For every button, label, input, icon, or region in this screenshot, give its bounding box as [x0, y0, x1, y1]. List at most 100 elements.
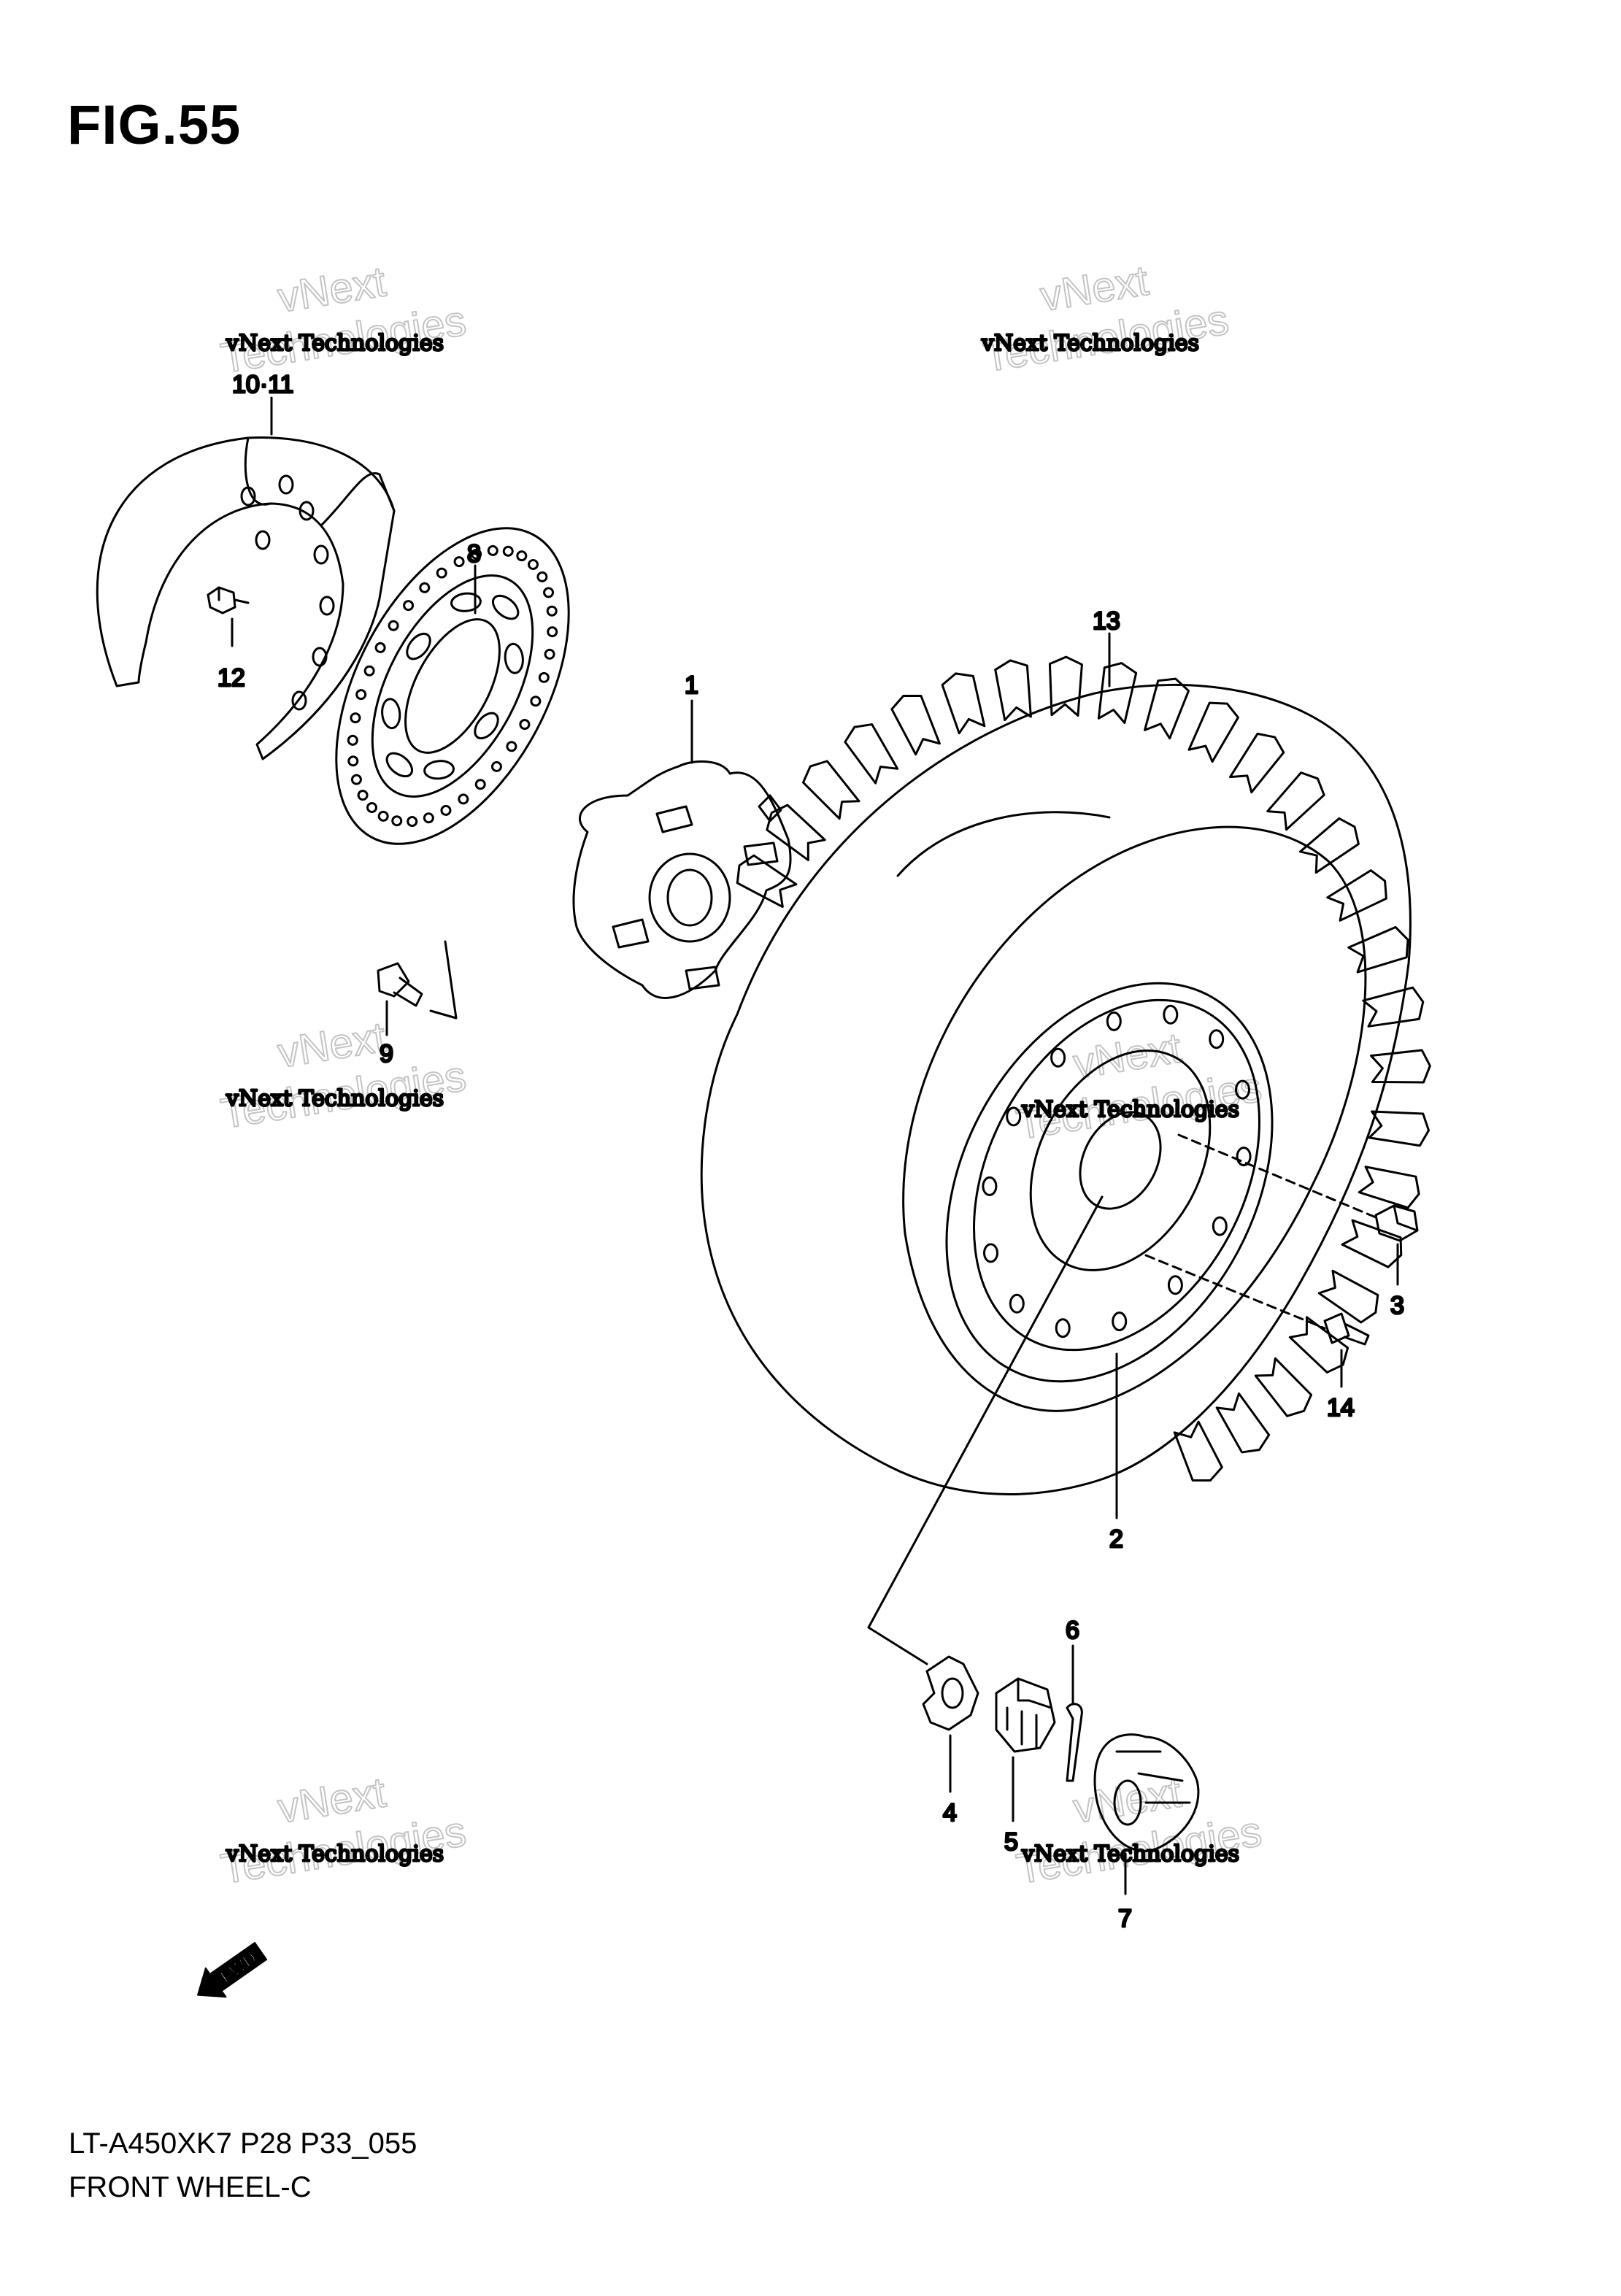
tread-lug-shape	[844, 723, 899, 785]
tread-lug	[1362, 986, 1425, 1028]
disc-hole	[347, 734, 358, 746]
callout-14: 14	[1327, 1394, 1355, 1422]
disc-hole	[357, 790, 369, 801]
rim-hole	[1009, 1293, 1025, 1314]
rim-hole	[982, 1176, 998, 1196]
tread-lug-shape	[1097, 662, 1138, 724]
disc-hole	[538, 671, 550, 683]
disc-slot	[381, 698, 401, 730]
disc-slot	[491, 594, 520, 620]
leader-line-disc	[429, 940, 458, 1020]
disc-hole	[519, 719, 531, 731]
disc-hole	[366, 802, 377, 814]
hub-stud	[743, 841, 779, 866]
tread-lug	[1298, 817, 1360, 874]
rim-hole	[1235, 1079, 1250, 1100]
rim-hole	[1163, 1004, 1179, 1025]
model-code: LT-A450XK7 P28 P33_055	[69, 2127, 417, 2160]
disc-hole	[471, 548, 482, 560]
disc-hole	[516, 550, 528, 562]
tread-lug	[890, 694, 941, 756]
callout-8: 8	[467, 540, 481, 568]
rim-hole	[1212, 1216, 1228, 1236]
disc-slot	[385, 752, 414, 778]
hub-stud	[758, 794, 782, 823]
tread-lug-shape	[941, 672, 986, 735]
tread-lug	[1187, 701, 1239, 763]
callout-13: 13	[1093, 607, 1120, 635]
watermark: vNext Technologies vNext Technologies	[217, 1768, 470, 1894]
tread-lug	[1370, 1049, 1431, 1084]
tread-lug-shape	[890, 694, 941, 756]
disc-hole	[502, 545, 514, 557]
watermark: vNext Technologies vNext Technologies	[1012, 1768, 1266, 1894]
tread-lug	[1341, 1219, 1403, 1268]
hub-stud	[612, 918, 650, 949]
tread-lug	[736, 854, 798, 909]
disc-hole	[388, 620, 399, 631]
disc-hole	[377, 810, 389, 822]
disc-hole	[458, 793, 469, 805]
tread-lug	[844, 723, 899, 785]
tread-lug	[1173, 1420, 1223, 1482]
rim-hole	[1112, 1311, 1128, 1332]
disc-hole	[547, 626, 558, 638]
tire-tread-lugs	[736, 655, 1431, 1482]
disc-hole	[440, 804, 452, 816]
callout-2: 2	[1109, 1525, 1123, 1553]
tread-lug-shape	[736, 854, 798, 909]
section-name: FRONT WHEEL-C	[69, 2171, 312, 2203]
disc-slot	[450, 592, 482, 612]
watermark-text: vNext Technologies	[226, 331, 444, 356]
tread-lug-shape	[1288, 1316, 1349, 1374]
brake-disc-cover	[96, 436, 396, 760]
disc-hole	[544, 648, 555, 660]
disc-hole	[474, 779, 486, 790]
rim-hole	[983, 1243, 998, 1263]
tread-lug	[994, 659, 1032, 722]
rim-hole	[1106, 1011, 1122, 1031]
tread-lug	[766, 804, 826, 862]
tread-lug	[1288, 1316, 1349, 1374]
rim-hole	[1167, 1275, 1183, 1295]
tread-lug	[1317, 1269, 1379, 1324]
watermark: vNext Technologies vNext Technologies	[217, 1012, 470, 1139]
disc-hole	[347, 755, 359, 767]
tread-lug-shape	[1215, 1392, 1271, 1454]
disc-slot	[474, 712, 499, 740]
disc-hole	[350, 712, 361, 724]
wheel-hub	[572, 760, 792, 999]
tread-lug-shape	[1187, 701, 1239, 763]
tread-lug-shape	[1362, 986, 1425, 1028]
tread-lug-shape	[1347, 925, 1409, 974]
leader-line-axle	[867, 1195, 1104, 1665]
disc-slot	[504, 642, 524, 674]
callout-6: 6	[1066, 1617, 1079, 1644]
rim-hole	[1236, 1147, 1252, 1167]
tire	[700, 655, 1431, 1495]
tread-lug-shape	[802, 760, 860, 820]
tread-lug-shape	[1254, 1357, 1313, 1417]
rim-hole	[1050, 1047, 1066, 1068]
tread-lug-shape	[1048, 655, 1083, 717]
callout-3: 3	[1390, 1292, 1404, 1320]
tread-lug-shape	[1173, 1420, 1223, 1482]
callout-9: 9	[380, 1040, 393, 1068]
disc-hole	[536, 571, 548, 582]
tread-lug	[1254, 1357, 1313, 1417]
callout-5: 5	[1004, 1828, 1018, 1856]
disc-hole	[528, 558, 539, 570]
tread-lug-shape	[1317, 1269, 1379, 1324]
tread-lug	[1266, 771, 1325, 831]
tread-lug	[1368, 1110, 1431, 1147]
rim-hole	[1055, 1318, 1071, 1338]
tread-lug	[1326, 869, 1387, 922]
tread-lug-shape	[1298, 817, 1360, 874]
watermarks: vNext Technologies vNext Technologies vN…	[217, 256, 1266, 1894]
watermark: vNext Technologies vNext Technologies	[217, 257, 470, 383]
disc-hole	[350, 774, 362, 785]
tread-lug	[802, 760, 860, 820]
tread-lug-shape	[1358, 1166, 1420, 1209]
leader-line-3	[1177, 1133, 1377, 1219]
